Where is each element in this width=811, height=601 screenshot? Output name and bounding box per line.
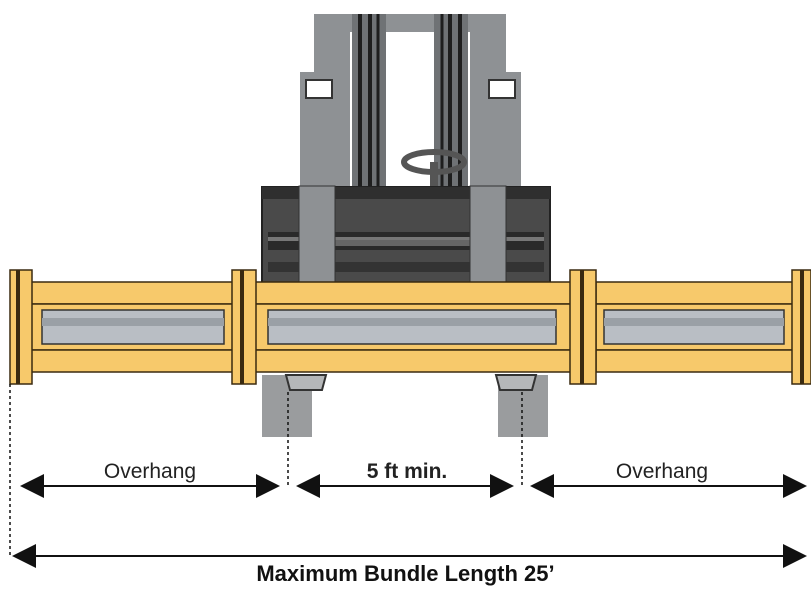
- lumber-bundle: [9, 269, 811, 385]
- min-spacing-label: 5 ft min.: [367, 460, 448, 483]
- overhang-right-label: Overhang: [616, 460, 708, 483]
- extension-lines: [9, 384, 523, 556]
- overhead-guard: [300, 72, 521, 188]
- max-bundle-length-caption: Maximum Bundle Length 25’: [256, 561, 555, 586]
- overhang-left-label: Overhang: [104, 460, 196, 483]
- forklift-forks: [262, 374, 548, 437]
- forklift-body: [261, 185, 551, 285]
- steering-wheel-icon: [401, 149, 467, 188]
